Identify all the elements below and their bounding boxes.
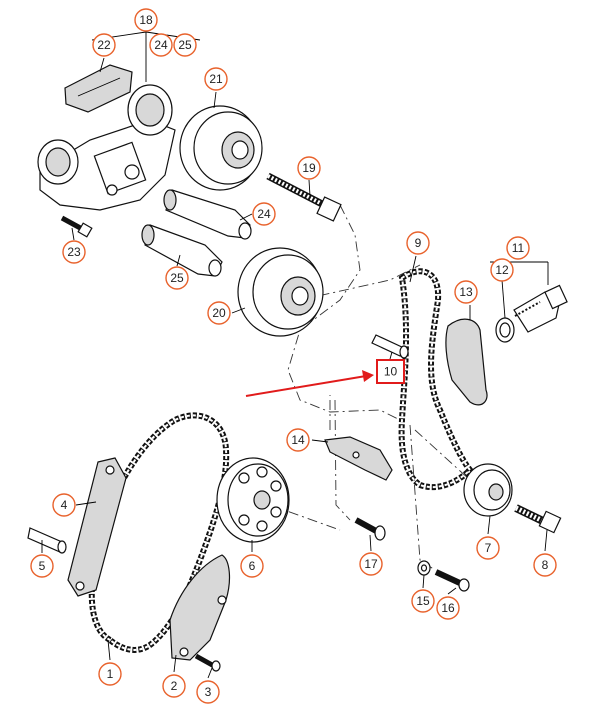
callout-20-label: 20 [212, 306, 226, 320]
callout-17: 17 [359, 552, 383, 576]
chain-tensioner-11 [513, 284, 568, 333]
callout-1-label: 1 [107, 667, 114, 681]
callout-15-label: 15 [416, 594, 430, 608]
pin-5 [27, 527, 67, 554]
sprocket-6 [216, 457, 290, 543]
callout-10-label: 10 [384, 365, 398, 379]
control-valve-25 [141, 224, 223, 277]
callout-22: 22 [92, 33, 116, 57]
bolt-16 [434, 569, 470, 592]
callout-22-label: 22 [97, 38, 111, 52]
callout-4-label: 4 [61, 498, 68, 512]
callout-21-label: 21 [209, 72, 223, 86]
callout-7-label: 7 [485, 541, 492, 555]
callout-3: 3 [196, 680, 220, 704]
bolt-23 [60, 215, 93, 238]
callout-11-label: 11 [512, 241, 525, 255]
callout-8-label: 8 [542, 558, 549, 572]
callout-2: 2 [162, 674, 186, 698]
callout-10-highlighted: 10 [376, 359, 405, 384]
callout-24-top-label: 24 [154, 38, 168, 52]
callout-17-label: 17 [364, 557, 378, 571]
callout-9: 9 [406, 231, 430, 255]
bolt-8 [514, 504, 562, 534]
bolt-17 [354, 517, 386, 541]
bolt-3 [194, 653, 221, 672]
callout-19: 19 [297, 156, 321, 180]
callout-13-label: 13 [459, 285, 473, 299]
callout-4: 4 [52, 493, 76, 517]
callout-6-label: 6 [249, 559, 256, 573]
tensioner-guide-13 [445, 318, 488, 406]
callout-24-valve-label: 24 [257, 207, 271, 221]
camshaft-sprocket-21 [179, 105, 263, 191]
callout-12-label: 12 [495, 263, 509, 277]
callout-24-top: 24 [149, 33, 173, 57]
callout-25-top: 25 [173, 33, 197, 57]
callout-20: 20 [207, 301, 231, 325]
callout-18-label: 18 [139, 13, 153, 27]
control-valve-24 [163, 189, 252, 240]
callout-15: 15 [411, 589, 435, 613]
callout-6: 6 [240, 554, 264, 578]
callout-7: 7 [476, 536, 500, 560]
callout-8: 8 [533, 553, 557, 577]
callout-14-label: 14 [291, 433, 305, 447]
callout-23: 23 [62, 240, 86, 264]
callout-18: 18 [134, 8, 158, 32]
chain-guide-14 [324, 436, 393, 481]
callout-5: 5 [30, 554, 54, 578]
callout-25-top-label: 25 [178, 38, 192, 52]
chain-guide-4 [67, 457, 127, 597]
callout-19-label: 19 [302, 161, 316, 175]
callout-16: 16 [436, 596, 460, 620]
callout-14: 14 [286, 428, 310, 452]
callout-25-valve: 25 [165, 266, 189, 290]
callout-13: 13 [454, 280, 478, 304]
callout-16-label: 16 [441, 601, 455, 615]
callout-1: 1 [98, 662, 122, 686]
callout-3-label: 3 [205, 685, 212, 699]
highlight-arrow [245, 370, 374, 397]
bolt-19 [266, 172, 342, 222]
guide-pin-10 [371, 334, 409, 359]
sprocket-7 [463, 463, 513, 517]
washer-15 [417, 560, 431, 576]
callout-9-label: 9 [415, 236, 422, 250]
callout-23-label: 23 [67, 245, 81, 259]
callout-24-valve: 24 [252, 202, 276, 226]
callout-5-label: 5 [39, 559, 46, 573]
timing-chain-9 [398, 268, 475, 491]
callout-12: 12 [490, 258, 514, 282]
callout-21: 21 [204, 67, 228, 91]
callout-2-label: 2 [171, 679, 178, 693]
callout-25-valve-label: 25 [170, 271, 184, 285]
camshaft-housing [37, 64, 176, 211]
tensioner-guide-2 [169, 554, 231, 661]
seal-ring-12 [495, 317, 515, 343]
camshaft-sprocket-20 [237, 247, 324, 337]
callout-11: 11 [506, 236, 530, 260]
